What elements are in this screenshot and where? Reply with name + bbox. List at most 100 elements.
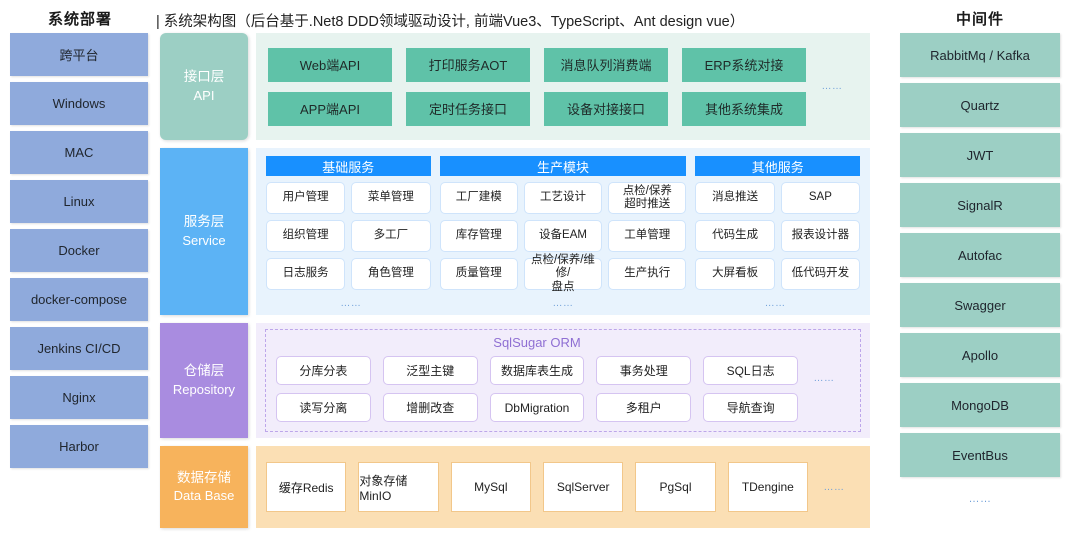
api-item-2[interactable]: 消息队列消费端 bbox=[544, 47, 668, 82]
api-layer-body: Web端API 打印服务AOT 消息队列消费端 ERP系统对接 APP端API 定时任务接… bbox=[256, 33, 870, 140]
service-group-ellipsis-0: …… bbox=[340, 297, 362, 309]
service-layer-body: 基础服务用户管理菜单管理组织管理多工厂日志服务角色管理生产模块工厂建模工艺设计点… bbox=[256, 148, 870, 315]
service-item-0-2[interactable]: 组织管理 bbox=[266, 220, 346, 252]
deploy-item-5[interactable]: docker-compose bbox=[10, 278, 148, 321]
page-title: | 系统架构图（后台基于.Net8 DDD领域驱动设计, 前端Vue3、Type… bbox=[156, 14, 745, 30]
service-group-ellipsis-2: …… bbox=[764, 297, 786, 309]
service-item-1-4[interactable]: 设备EAM bbox=[523, 220, 603, 252]
service-item-1-3[interactable]: 库存管理 bbox=[439, 220, 518, 252]
service-item-1-2[interactable]: 点检/保养超时推送 bbox=[608, 182, 687, 214]
service-item-2-5[interactable]: 低代码开发 bbox=[780, 258, 861, 290]
deploy-item-6[interactable]: Jenkins CI/CD bbox=[10, 327, 148, 370]
service-item-0-5[interactable]: 角色管理 bbox=[351, 258, 431, 290]
service-group-ellipsis-1: …… bbox=[552, 297, 574, 309]
repository-item-8[interactable]: 多租户 bbox=[596, 393, 692, 422]
api-item-6[interactable]: 设备对接接口 bbox=[544, 91, 668, 126]
service-item-0-3[interactable]: 多工厂 bbox=[351, 220, 431, 252]
orm-title: SqlSugar ORM bbox=[493, 335, 581, 350]
api-item-5[interactable]: 定时任务接口 bbox=[406, 91, 530, 126]
middleware-ellipsis: …… bbox=[968, 493, 992, 505]
deploy-item-0[interactable]: 跨平台 bbox=[10, 33, 148, 76]
database-item-5[interactable]: TDengine bbox=[727, 462, 808, 512]
repository-layer-label: 仓储层 Repository bbox=[160, 323, 248, 438]
service-item-1-5[interactable]: 工单管理 bbox=[608, 220, 687, 252]
api-item-0[interactable]: Web端API bbox=[268, 47, 392, 82]
database-item-1[interactable]: 对象存储MinIO bbox=[358, 462, 439, 512]
service-item-2-1[interactable]: SAP bbox=[780, 182, 861, 214]
service-group-title-2: 其他服务 bbox=[695, 156, 861, 176]
middleware-item-5[interactable]: Swagger bbox=[900, 283, 1060, 327]
deploy-item-1[interactable]: Windows bbox=[10, 82, 148, 125]
service-ellipsis-row: …… …… …… bbox=[266, 297, 860, 309]
deploy-item-2[interactable]: MAC bbox=[10, 131, 148, 174]
service-item-0-0[interactable]: 用户管理 bbox=[266, 182, 346, 214]
repository-layer-label-cn: 仓储层 bbox=[183, 363, 225, 379]
repository-item-5[interactable]: 读写分离 bbox=[276, 393, 371, 422]
service-group-title-0: 基础服务 bbox=[266, 156, 431, 176]
repository-item-3[interactable]: 事务处理 bbox=[596, 356, 692, 385]
middleware-item-4[interactable]: Autofac bbox=[900, 233, 1060, 277]
service-item-2-3[interactable]: 报表设计器 bbox=[780, 220, 861, 252]
repository-ellipsis: …… bbox=[813, 373, 835, 384]
database-item-2[interactable]: MySql bbox=[450, 462, 531, 512]
api-item-7[interactable]: 其他系统集成 bbox=[682, 91, 806, 126]
service-layer-label-en: Service bbox=[182, 232, 226, 248]
service-item-2-2[interactable]: 代码生成 bbox=[695, 220, 775, 252]
middleware-item-6[interactable]: Apollo bbox=[900, 333, 1060, 377]
service-item-2-0[interactable]: 消息推送 bbox=[695, 182, 775, 214]
middleware-item-3[interactable]: SignalR bbox=[900, 183, 1060, 227]
repository-item-1[interactable]: 泛型主键 bbox=[382, 356, 478, 385]
service-item-1-1[interactable]: 工艺设计 bbox=[523, 182, 603, 214]
database-item-4[interactable]: PgSql bbox=[635, 462, 716, 512]
repository-item-4[interactable]: SQL日志 bbox=[703, 356, 798, 385]
service-item-1-7[interactable]: 点检/保养/维修/盘点 bbox=[523, 254, 603, 293]
service-item-0-1[interactable]: 菜单管理 bbox=[351, 182, 431, 214]
api-item-3[interactable]: ERP系统对接 bbox=[682, 47, 806, 82]
repository-item-9[interactable]: 导航查询 bbox=[703, 393, 798, 422]
service-item-1-8[interactable]: 生产执行 bbox=[608, 258, 687, 290]
deploy-item-8[interactable]: Harbor bbox=[10, 425, 148, 468]
repository-layer-label-en: Repository bbox=[172, 381, 236, 397]
repository-item-2[interactable]: 数据库表生成 bbox=[489, 356, 585, 385]
orm-container: SqlSugar ORM 分库分表泛型主键数据库表生成事务处理 SQL日志读写分离… bbox=[265, 329, 861, 432]
database-layer-label-en: Data Base bbox=[173, 488, 235, 504]
repository-item-grid: 分库分表泛型主键数据库表生成事务处理 SQL日志读写分离增删改查 DbMigrati… bbox=[276, 356, 798, 422]
service-item-2-4[interactable]: 大屏看板 bbox=[695, 258, 775, 290]
api-ellipsis: …… bbox=[821, 81, 843, 92]
deploy-item-3[interactable]: Linux bbox=[10, 180, 148, 223]
middleware-item-2[interactable]: JWT bbox=[900, 133, 1060, 177]
service-layer-label: 服务层 Service bbox=[160, 148, 248, 315]
service-group-cells-0: 用户管理菜单管理组织管理多工厂日志服务角色管理 bbox=[266, 182, 431, 290]
middleware-item-0[interactable]: RabbitMq / Kafka bbox=[900, 33, 1060, 77]
repository-item-0[interactable]: 分库分表 bbox=[276, 356, 371, 385]
service-group-0: 基础服务用户管理菜单管理组织管理多工厂日志服务角色管理 bbox=[266, 156, 431, 290]
deploy-item-7[interactable]: Nginx bbox=[10, 376, 148, 419]
service-item-0-4[interactable]: 日志服务 bbox=[266, 258, 346, 290]
api-item-grid: Web端API 打印服务AOT 消息队列消费端 ERP系统对接 APP端API 定时任务接… bbox=[268, 47, 806, 126]
api-item-4[interactable]: APP端API bbox=[268, 91, 392, 126]
service-item-1-6[interactable]: 质量管理 bbox=[439, 258, 518, 290]
repository-item-7[interactable]: DbMigration bbox=[489, 393, 585, 422]
database-layer-label: 数据存储 Data Base bbox=[160, 446, 248, 528]
service-item-1-0[interactable]: 工厂建模 bbox=[439, 182, 518, 214]
deploy-item-4[interactable]: Docker bbox=[10, 229, 148, 272]
database-item-3[interactable]: SqlServer bbox=[543, 462, 624, 512]
database-item-0[interactable]: 缓存Redis bbox=[266, 462, 347, 512]
api-item-1[interactable]: 打印服务AOT bbox=[406, 47, 530, 82]
repository-item-6[interactable]: 增删改查 bbox=[382, 393, 478, 422]
middleware-item-8[interactable]: EventBus bbox=[900, 433, 1060, 477]
middleware-item-1[interactable]: Quartz bbox=[900, 83, 1060, 127]
deploy-column-title: 系统部署 bbox=[47, 11, 112, 28]
repository-layer-body: SqlSugar ORM 分库分表泛型主键数据库表生成事务处理 SQL日志读写分离… bbox=[256, 323, 870, 438]
middleware-item-7[interactable]: MongoDB bbox=[900, 383, 1060, 427]
